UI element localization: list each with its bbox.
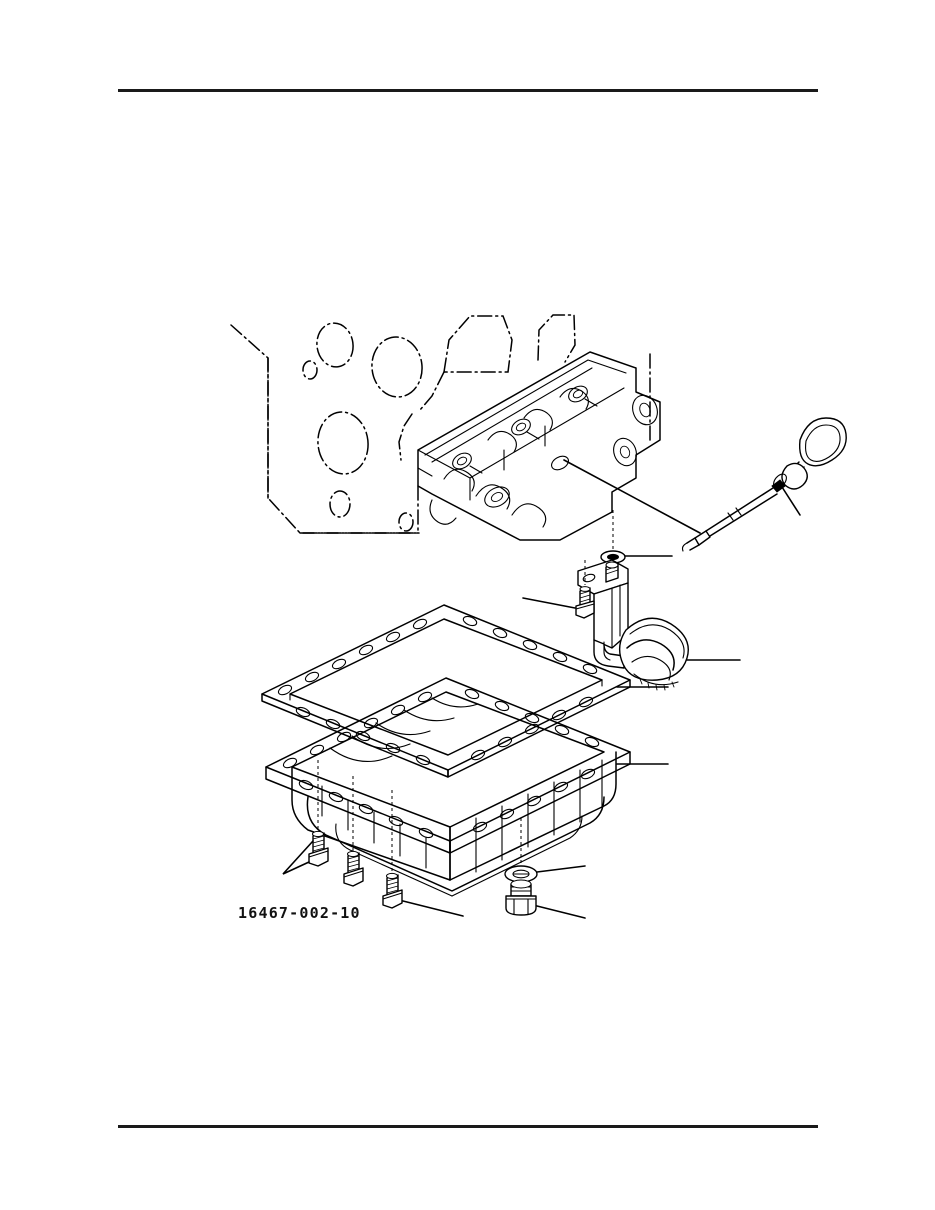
pan-bolt-1-group xyxy=(308,760,329,867)
leader-pickup-bolt xyxy=(522,597,576,609)
leader-drain-plug xyxy=(536,905,586,919)
header-divider xyxy=(118,89,818,92)
footer-divider xyxy=(118,1125,818,1128)
engine-block-group xyxy=(230,314,661,541)
leader-pan-bolts xyxy=(282,840,314,875)
figure-part-number: 16467-002-10 xyxy=(238,904,361,922)
leader-dipstick-tube xyxy=(563,459,701,534)
pan-bolt-2-group xyxy=(343,776,364,887)
oil-pan-gasket-group xyxy=(261,604,669,778)
leader-pan-bolt-3 xyxy=(402,900,464,917)
drain-plug-group xyxy=(504,818,586,919)
leader-drain-washer xyxy=(536,865,586,873)
pan-bolt-3-group xyxy=(382,790,464,917)
oil-pickup-group xyxy=(522,510,741,691)
dipstick-group xyxy=(681,417,847,552)
oil-pan-group xyxy=(265,677,669,897)
